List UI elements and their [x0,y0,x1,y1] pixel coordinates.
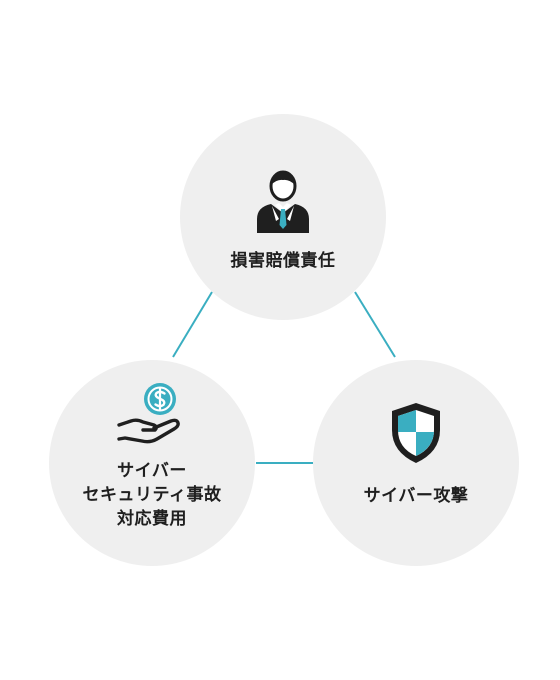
node-incident-costs: サイバー セキュリティ事故 対応費用 [49,360,255,566]
businessperson-icon [257,170,309,233]
node-cyber-attack: サイバー攻撃 [313,360,519,566]
node-cyber-attack-label: サイバー攻撃 [363,486,469,506]
node-liability: 損害賠償責任 [180,114,386,320]
node-incident-costs-label: サイバー セキュリティ事故 対応費用 [83,459,222,531]
shield-icon [392,403,440,463]
connector-top-right [354,291,396,358]
node-liability-label: 損害賠償責任 [230,251,336,271]
node-incident-costs-line-1: サイバー [117,461,187,481]
connector-top-left [172,291,213,358]
node-incident-costs-line-3: 対応費用 [116,509,187,529]
hand-with-coin-icon [117,383,180,444]
node-incident-costs-line-2: セキュリティ事故 [82,485,222,505]
